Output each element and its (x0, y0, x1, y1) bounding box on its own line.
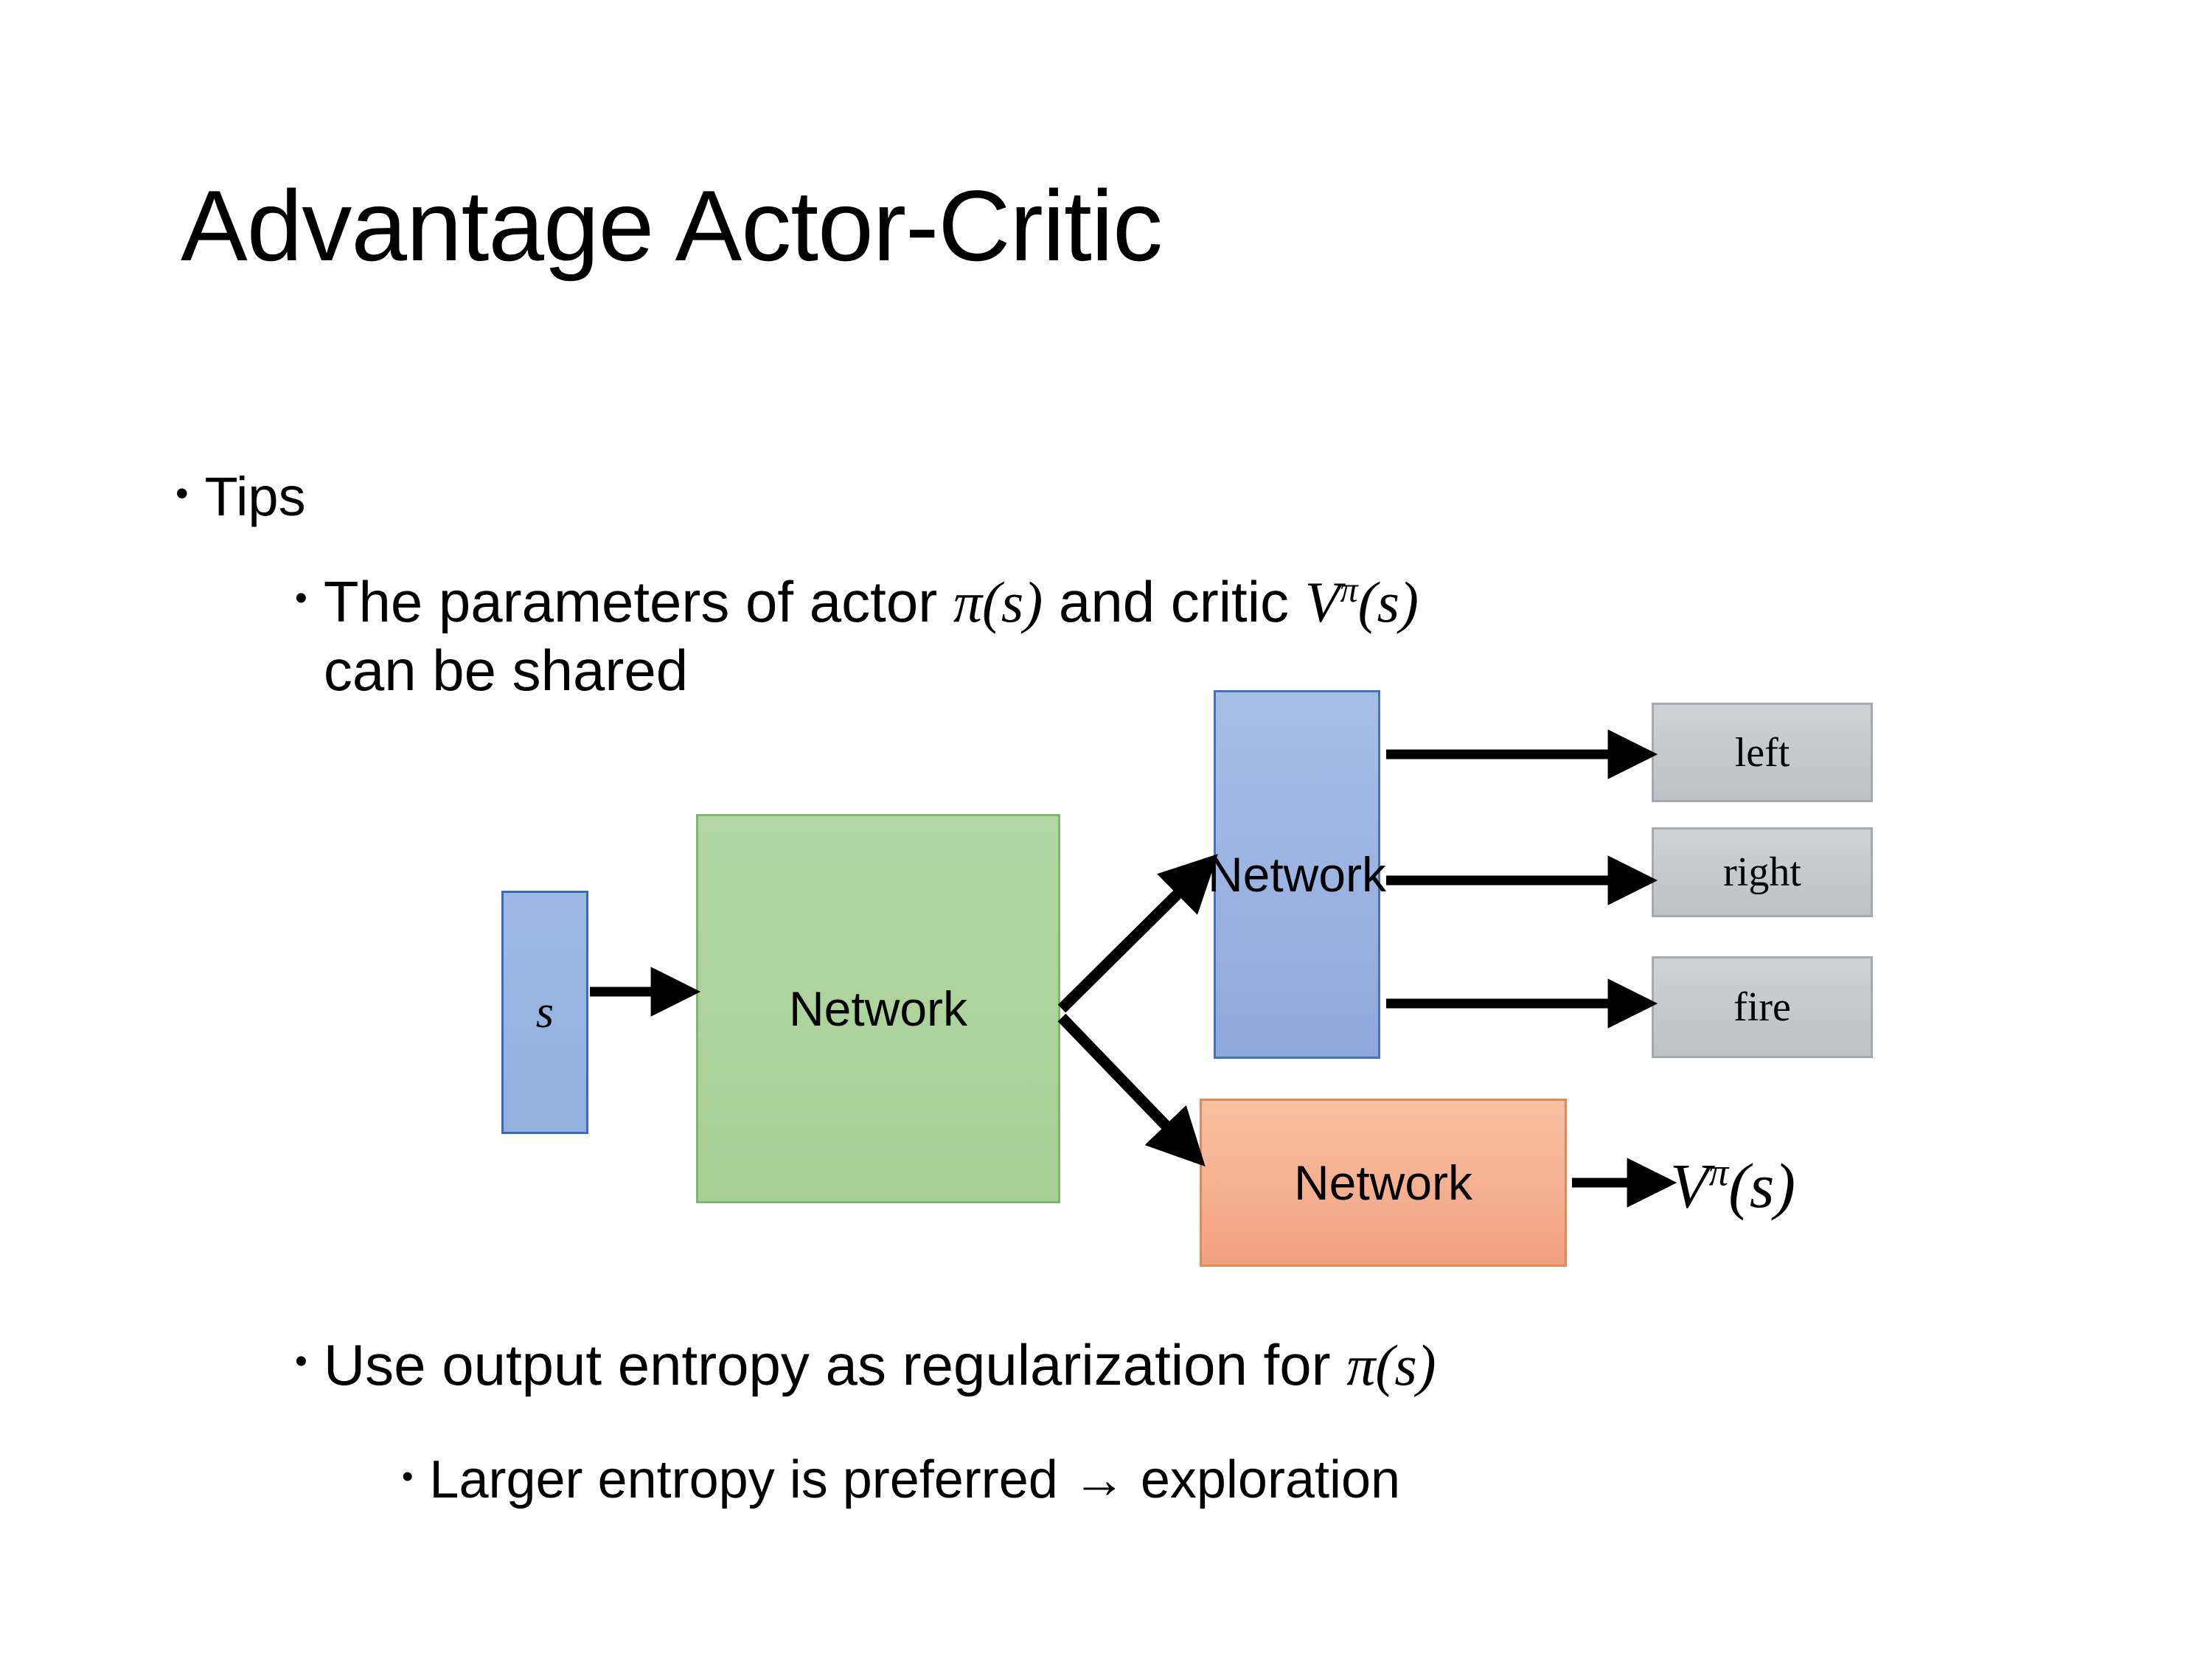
params-text-line2: can be shared (323, 638, 689, 703)
paren-close: ) (1399, 570, 1419, 634)
shared-network-label: Network (788, 981, 968, 1036)
bullet-marker: • (402, 1458, 414, 1495)
state-symbol: s (1749, 1150, 1775, 1221)
state-symbol: s (1001, 570, 1024, 634)
actor-network-box: Network (1208, 690, 1386, 1059)
action-output-right-label: right (1723, 849, 1801, 895)
params-text-prefix: The parameters of actor (323, 569, 953, 634)
pi-symbol: π (1346, 1333, 1376, 1397)
paren-close: ) (1774, 1150, 1796, 1221)
bullet-entropy: • Use output entropy as regularization f… (295, 1331, 1436, 1399)
bullet-tips-label: Tips (204, 466, 306, 527)
page-title: Advantage Actor-Critic (181, 170, 1163, 282)
paren-close: ) (1416, 1333, 1436, 1397)
value-symbol: V (1304, 570, 1340, 634)
value-output-label: Vπ(s) (1670, 1149, 1795, 1222)
bullet-marker: • (295, 579, 307, 618)
bullet-parameters-label: The parameters of actor π(s) and critic … (324, 568, 1419, 704)
arrow-shared-to-actor (1057, 854, 1218, 1013)
paren-open: ( (1357, 570, 1377, 634)
state-symbol: s (1377, 570, 1399, 634)
bullet-parameters: • The parameters of actor π(s) and criti… (295, 568, 2116, 704)
critic-network-label: Network (1293, 1155, 1473, 1210)
critic-network-box: Network (1200, 1099, 1567, 1267)
paren-open: ( (1375, 1333, 1395, 1397)
state-symbol: s (1394, 1333, 1417, 1397)
action-output-left-label: left (1734, 729, 1790, 776)
params-text-middle: and critic (1043, 569, 1305, 634)
shared-network-box: Network (696, 814, 1060, 1203)
action-output-fire-label: fire (1733, 984, 1791, 1030)
value-symbol: V (1670, 1150, 1709, 1221)
bullet-entropy-label: Use output entropy as regularization for… (324, 1331, 1436, 1399)
paren-close: ) (1023, 570, 1043, 634)
state-input-box: s (501, 891, 588, 1134)
state-input-label: s (535, 987, 554, 1037)
action-output-fire: fire (1652, 956, 1873, 1058)
action-output-left: left (1652, 703, 1873, 802)
bullet-marker: • (295, 1342, 307, 1381)
bullet-tips: • Tips (175, 465, 306, 529)
bullet-larger-entropy: • Larger entropy is preferred → explorat… (402, 1449, 1400, 1512)
paren-open: ( (981, 570, 1001, 634)
bullet-marker: • (175, 473, 189, 514)
pi-superscript: π (1708, 1150, 1729, 1194)
bullet-larger-entropy-label: Larger entropy is preferred → exploratio… (429, 1450, 1401, 1509)
pi-superscript: π (1340, 571, 1358, 610)
action-output-right: right (1652, 827, 1873, 917)
actor-network-label: Network (1207, 847, 1387, 902)
arrow-shared-to-critic (1057, 1013, 1206, 1167)
pi-symbol: π (953, 570, 982, 634)
paren-open: ( (1728, 1150, 1750, 1221)
entropy-text-prefix: Use output entropy as regularization for (323, 1332, 1347, 1397)
